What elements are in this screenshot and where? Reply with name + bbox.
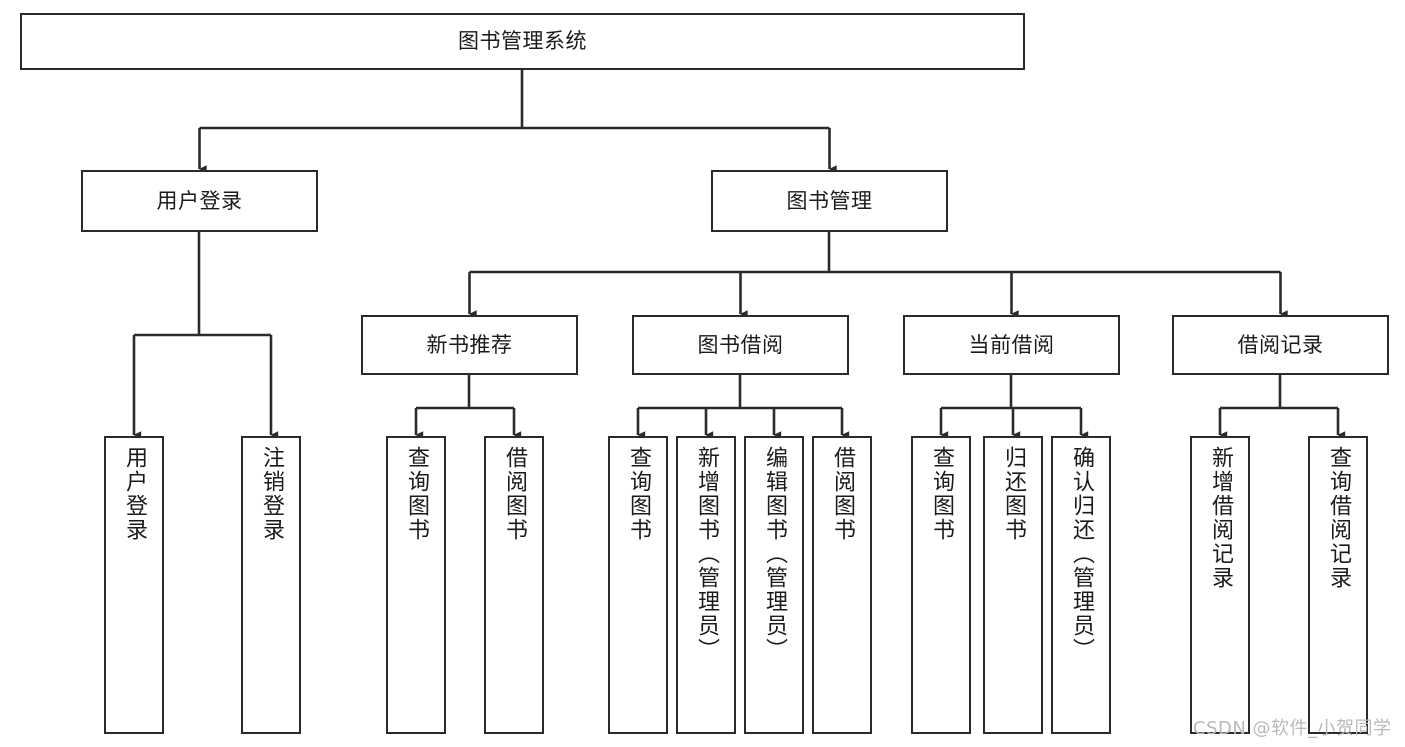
node-leaf-user-login[interactable]: 用户登录 — [104, 436, 164, 734]
node-root-label: 图书管理系统 — [458, 29, 587, 54]
node-borrow-record-label: 借阅记录 — [1237, 332, 1324, 357]
node-leaf-borrow-book-recommend-label: 借阅图书 — [502, 446, 527, 542]
node-leaf-query-book-borrow[interactable]: 查询图书 — [608, 436, 668, 734]
node-leaf-query-book-borrow-label: 查询图书 — [626, 446, 651, 542]
node-leaf-query-borrow-record-label: 查询借阅记录 — [1326, 446, 1351, 590]
node-book-manage[interactable]: 图书管理 — [711, 170, 948, 232]
edge-paths — [132, 70, 1346, 439]
node-leaf-query-borrow-record[interactable]: 查询借阅记录 — [1308, 436, 1368, 734]
node-leaf-edit-book-label: 编辑图书（管理员） — [762, 446, 787, 662]
node-book-borrow-label: 图书借阅 — [697, 332, 784, 357]
node-leaf-query-book-current-label: 查询图书 — [929, 446, 954, 542]
node-leaf-confirm-return-label: 确认归还（管理员） — [1069, 446, 1094, 662]
node-leaf-add-book-label: 新增图书（管理员） — [694, 446, 719, 662]
node-leaf-user-login-label: 用户登录 — [122, 446, 147, 542]
node-current-borrow[interactable]: 当前借阅 — [903, 315, 1120, 375]
node-leaf-return-book-label: 归还图书 — [1001, 446, 1026, 542]
node-leaf-query-book-current[interactable]: 查询图书 — [911, 436, 971, 734]
node-leaf-add-borrow-record[interactable]: 新增借阅记录 — [1190, 436, 1250, 734]
node-book-borrow[interactable]: 图书借阅 — [632, 315, 849, 375]
node-user-login-label: 用户登录 — [156, 188, 243, 213]
node-leaf-add-book[interactable]: 新增图书（管理员） — [676, 436, 736, 734]
node-leaf-query-book-recommend[interactable]: 查询图书 — [386, 436, 446, 734]
node-borrow-record[interactable]: 借阅记录 — [1172, 315, 1389, 375]
node-leaf-borrow-book-recommend[interactable]: 借阅图书 — [484, 436, 544, 734]
node-new-book-recommend[interactable]: 新书推荐 — [361, 315, 578, 375]
node-leaf-borrow-book-label: 借阅图书 — [830, 446, 855, 542]
node-current-borrow-label: 当前借阅 — [968, 332, 1055, 357]
node-new-book-recommend-label: 新书推荐 — [426, 332, 513, 357]
node-leaf-user-logout[interactable]: 注销登录 — [241, 436, 301, 734]
node-leaf-confirm-return[interactable]: 确认归还（管理员） — [1051, 436, 1111, 734]
csdn-watermark: CSDN @软件_小贺同学 — [1193, 718, 1392, 739]
node-user-login[interactable]: 用户登录 — [81, 170, 318, 232]
node-leaf-return-book[interactable]: 归还图书 — [983, 436, 1043, 734]
node-leaf-query-book-recommend-label: 查询图书 — [404, 446, 429, 542]
node-leaf-user-logout-label: 注销登录 — [259, 446, 284, 542]
node-leaf-edit-book[interactable]: 编辑图书（管理员） — [744, 436, 804, 734]
node-root[interactable]: 图书管理系统 — [20, 13, 1025, 70]
node-leaf-borrow-book[interactable]: 借阅图书 — [812, 436, 872, 734]
node-book-manage-label: 图书管理 — [786, 188, 873, 213]
node-leaf-add-borrow-record-label: 新增借阅记录 — [1208, 446, 1233, 590]
